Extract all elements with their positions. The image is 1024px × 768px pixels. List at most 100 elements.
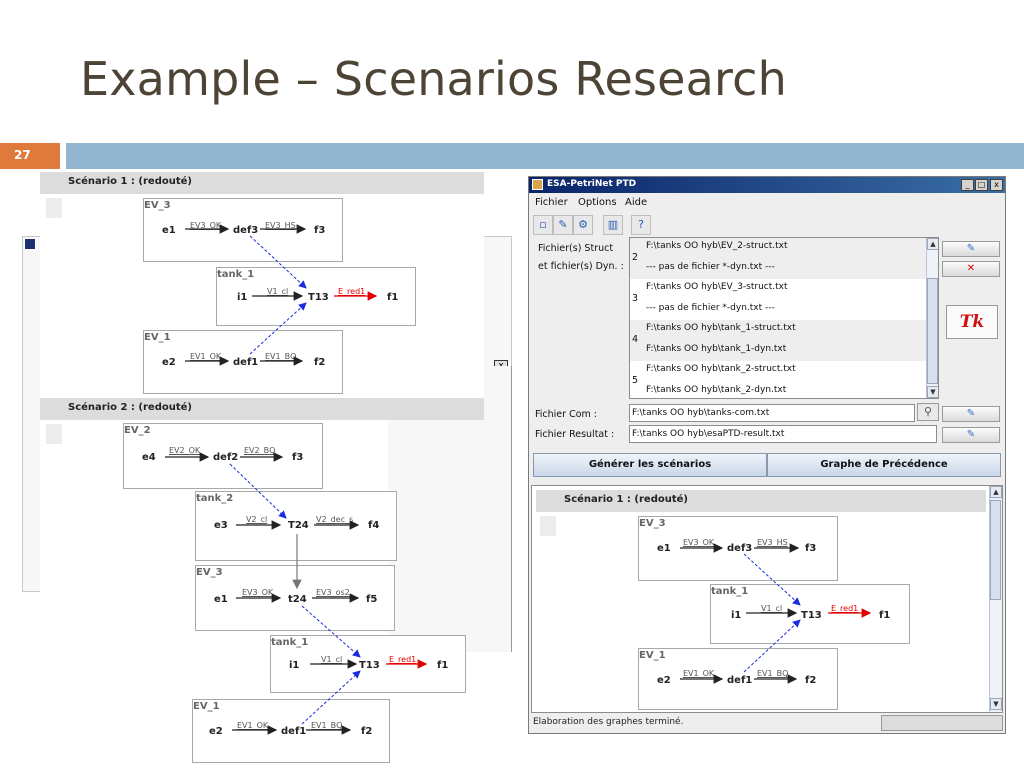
menu-aide[interactable]: Aide (625, 197, 648, 208)
precedence-graph-button[interactable]: Graphe de Précédence (767, 453, 1001, 477)
s1-ev3-box: EV_3 e1 EV3_OK def3 EV3_HS f3 (143, 198, 343, 262)
edit-com-button[interactable]: ✎ (942, 406, 1000, 422)
dyn-label: et fichier(s) Dyn. : (538, 261, 624, 272)
transition-label: EV2_BQ (244, 446, 276, 455)
app-icon (532, 179, 543, 190)
scroll-thumb[interactable] (927, 278, 938, 384)
place: f4 (368, 520, 380, 531)
scenario-2-stub (46, 424, 62, 444)
place: def1 (233, 357, 259, 368)
s2-tank2-box: tank_2 e3 V2_cl T24 V2_dec_s f4 (195, 491, 397, 561)
window-title: ESA-PetriNet PTD (547, 179, 637, 189)
panel-arrows (680, 543, 872, 684)
window-titlebar: ESA-PetriNet PTD _ □ x (529, 177, 1005, 193)
slide-title: Example – Scenarios Research (80, 52, 787, 106)
place: T24 (288, 520, 309, 531)
result-label: Fichier Resultat : (535, 429, 615, 440)
chart-icon[interactable]: ▥ (603, 215, 623, 235)
place: i1 (237, 292, 248, 303)
place: e1 (162, 225, 176, 236)
scroll-up-icon[interactable]: ▲ (927, 238, 938, 250)
file-list-scrollbar[interactable]: ▲ ▼ (926, 238, 938, 398)
place: e2 (657, 675, 671, 686)
place: f1 (879, 610, 891, 621)
menu-options[interactable]: Options (578, 197, 617, 208)
s2-tank1-box: tank_1 i1 V1_cl T13 E_red1 f1 (270, 635, 466, 693)
tk-button[interactable]: Tk (946, 305, 998, 339)
transition-label: E_red1 (389, 655, 417, 664)
list-item[interactable]: 2 F:\tanks OO hyb\EV_2-struct.txt --- pa… (630, 238, 926, 279)
place: e2 (162, 357, 176, 368)
scenario-2-header: Scénario 2 : (redouté) (40, 398, 484, 420)
edit-result-button[interactable]: ✎ (942, 427, 1000, 443)
result-file-field[interactable]: F:\tanks OO hyb\esaPTD-result.txt (629, 425, 937, 443)
generate-scenarios-button[interactable]: Générer les scénarios (533, 453, 767, 477)
list-item[interactable]: 4 F:\tanks OO hyb\tank_1-struct.txt F:\t… (630, 320, 926, 361)
place: f5 (366, 594, 378, 605)
place: def1 (727, 675, 753, 686)
transition-label: V1_cl (761, 604, 783, 613)
place: e2 (209, 726, 223, 737)
transition-label: EV2_OK (169, 446, 201, 455)
place: def1 (281, 726, 307, 737)
help-icon[interactable]: ? (631, 215, 651, 235)
scenario-panel: Scénario 1 : (redouté) EV_3 e1 EV3_OK de… (531, 485, 1003, 713)
transition-label: V1_cl (267, 287, 289, 296)
place: f1 (437, 660, 449, 671)
s2-ev2-box: EV_2 e4 EV2_OK def2 EV2_BQ f3 (123, 423, 323, 489)
place: T13 (801, 610, 822, 621)
precedence-arrow (249, 302, 307, 355)
com-file-field[interactable]: F:\tanks OO hyb\tanks-com.txt (629, 404, 915, 422)
search-icon[interactable]: ⚲ (917, 403, 939, 421)
transition-label: EV3_OK (683, 538, 715, 547)
panel-scrollbar[interactable]: ▲ ▼ (989, 486, 1002, 712)
menu-fichier[interactable]: Fichier (535, 197, 568, 208)
edit-files-button[interactable]: ✎ (942, 241, 1000, 257)
transition-label: V2_cl (246, 515, 268, 524)
s2-ev3-box: EV_3 e1 EV3_OK t24 EV3_os2 f5 (195, 565, 395, 631)
transition-label: V2_dec_s (316, 515, 354, 524)
place: t24 (288, 594, 307, 605)
app-window: ESA-PetriNet PTD _ □ x Fichier Options A… (528, 176, 1006, 734)
edit-icon[interactable]: ✎ (553, 215, 573, 235)
minimize-button[interactable]: _ (961, 179, 974, 191)
list-item[interactable]: 3 F:\tanks OO hyb\EV_3-struct.txt --- pa… (630, 279, 926, 320)
background-window-app-icon (24, 238, 36, 250)
left-arrows (165, 224, 428, 735)
transition-label: EV1_BQ (757, 669, 789, 678)
s2-ev1-box: EV_1 e2 EV1_OK def1 EV1_BQ f2 (192, 699, 390, 763)
transition-label: E_red1 (831, 604, 859, 613)
scroll-thumb[interactable] (990, 500, 1001, 600)
list-item[interactable]: 5 F:\tanks OO hyb\tank_2-struct.txt F:\t… (630, 361, 926, 398)
s1-ev1-box: EV_1 e2 EV1_OK def1 EV1_BQ f2 (143, 330, 343, 394)
left-scenarios: Scénario 1 : (redouté) EV_3 e1 EV3_OK de… (40, 172, 484, 768)
scenario-1-header: Scénario 1 : (redouté) (40, 172, 484, 194)
status-progress (881, 715, 1003, 731)
scroll-down-icon[interactable]: ▼ (927, 386, 938, 398)
transition-label: EV3_HS (265, 221, 296, 230)
place: def3 (727, 543, 753, 554)
place: i1 (289, 660, 300, 671)
transition-label: EV1_OK (237, 721, 269, 730)
panel-tank1-box: tank_1 i1 V1_cl T13 E_red1 f1 (710, 584, 910, 644)
status-text: Elaboration des graphes terminé. (533, 717, 684, 727)
maximize-button[interactable]: □ (975, 179, 988, 191)
panel-ev3-box: EV_3 e1 EV3_OK def3 EV3_HS f3 (638, 516, 838, 581)
place: e4 (142, 452, 156, 463)
scroll-up-icon[interactable]: ▲ (990, 486, 1002, 498)
scroll-down-icon[interactable]: ▼ (990, 698, 1002, 710)
tools-icon[interactable]: ⚙ (573, 215, 593, 235)
place: f3 (805, 543, 817, 554)
place: def2 (213, 452, 239, 463)
close-button[interactable]: x (990, 179, 1003, 191)
place: e1 (657, 543, 671, 554)
panel-scenario-header: Scénario 1 : (redouté) (536, 490, 986, 512)
header-bar (66, 143, 1024, 169)
file-list[interactable]: 2 F:\tanks OO hyb\EV_2-struct.txt --- pa… (629, 237, 939, 399)
slide-number-box: 27 (0, 143, 60, 169)
delete-files-button[interactable]: ✕ (942, 261, 1000, 277)
new-file-icon[interactable]: ▫ (533, 215, 553, 235)
precedence-arrow (301, 605, 361, 658)
place: f2 (314, 357, 326, 368)
place: e3 (214, 520, 228, 531)
